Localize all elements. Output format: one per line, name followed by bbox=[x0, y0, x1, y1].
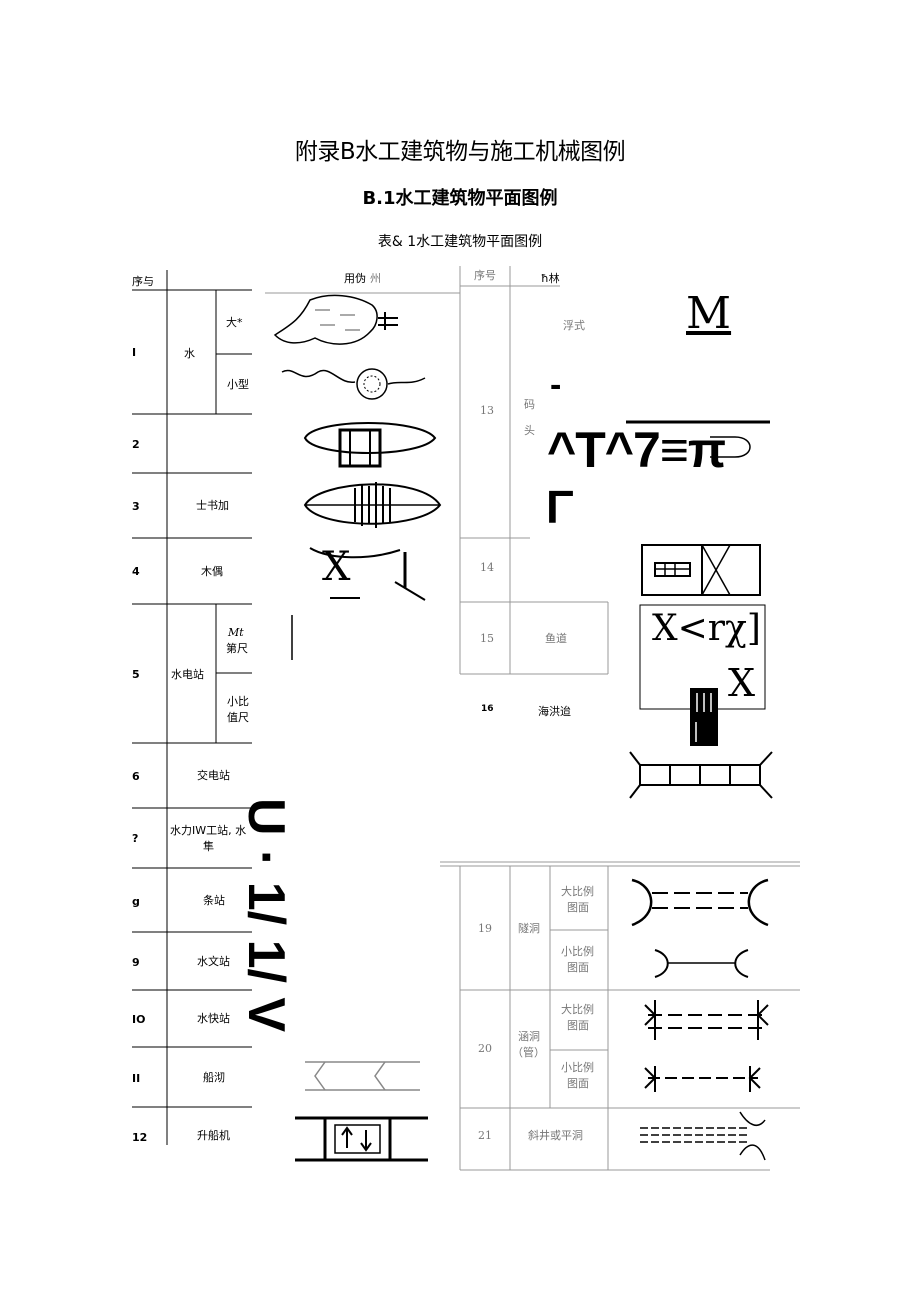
right-col-seq-header: 序号 bbox=[474, 269, 496, 282]
row-9-num: 9 bbox=[132, 956, 140, 969]
artifact-dash: - bbox=[550, 366, 562, 404]
row-13-num: 13 bbox=[480, 404, 494, 417]
row-6-num: 6 bbox=[132, 770, 140, 783]
row-7-num: ? bbox=[132, 832, 139, 845]
row-19-name: 隧洞 bbox=[518, 922, 540, 935]
row-1-sub-large: 大* bbox=[226, 316, 243, 329]
row-19-sub-3: 小比例 bbox=[561, 945, 594, 958]
artifact-big-m: M bbox=[686, 288, 732, 339]
row-12-name: 升船机 bbox=[197, 1129, 230, 1142]
row-4-num: 4 bbox=[132, 565, 140, 578]
row-10-num: IO bbox=[132, 1013, 146, 1026]
artifact-x-r: X<rχ] bbox=[652, 608, 761, 649]
row-5-sub-4: 值尺 bbox=[227, 711, 249, 724]
row-16-name: 海洪迨 bbox=[538, 705, 571, 718]
row-14-num: 14 bbox=[480, 561, 494, 574]
row-8-name: 条站 bbox=[203, 894, 225, 907]
row-10-name: 水快站 bbox=[197, 1012, 230, 1025]
row-19-sub-2: 图面 bbox=[567, 901, 589, 914]
row-5-sub-2: 第尺 bbox=[226, 642, 248, 655]
row-5-num: 5 bbox=[132, 668, 140, 681]
row-5-sub-1: Mt bbox=[228, 626, 244, 639]
row-13-name: 码 bbox=[524, 398, 535, 411]
section-title: B.1水工建筑物平面图例 bbox=[362, 188, 558, 209]
table-title: 表& 1水工建筑物平面图例 bbox=[377, 234, 543, 250]
row-13-sub-floating: 浮式 bbox=[563, 319, 585, 332]
artifact-x-a: X bbox=[322, 544, 351, 590]
row-7-name-line2: 隼 bbox=[203, 840, 214, 853]
artifact-garble-line: ^T^7≡π bbox=[547, 422, 726, 478]
row-12-num: 12 bbox=[132, 1131, 148, 1144]
row-5-name: 水电站 bbox=[171, 668, 204, 681]
row-20-sub-2: 图面 bbox=[567, 1019, 589, 1032]
row-16-num: 16 bbox=[481, 704, 494, 714]
row-20-sub-4: 图面 bbox=[567, 1077, 589, 1090]
row-15-num: 15 bbox=[480, 632, 494, 645]
row-7-name: 水力IW工站, 水 bbox=[170, 824, 247, 837]
row-19-sub-4: 图面 bbox=[567, 961, 589, 974]
left-col-legend-header-faint: 州 bbox=[370, 272, 381, 285]
row-21-num: 21 bbox=[478, 1129, 492, 1142]
row-20-name-line2: （管） bbox=[512, 1046, 545, 1059]
row-3-num: 3 bbox=[132, 500, 140, 513]
row-6-name: 交电站 bbox=[197, 769, 230, 782]
row-20-num: 20 bbox=[478, 1042, 492, 1055]
row-2-num: 2 bbox=[132, 438, 140, 451]
row-1-sub-small: 小型 bbox=[227, 378, 249, 391]
row-9-name: 水文站 bbox=[197, 955, 230, 968]
row-15-name: 鱼道 bbox=[545, 632, 567, 645]
row-11-num: II bbox=[132, 1072, 141, 1085]
row-1-name: 水 bbox=[184, 347, 195, 360]
right-col-name-header: ħ林 bbox=[541, 272, 560, 285]
row-19-num: 19 bbox=[478, 922, 492, 935]
artifact-vertical-garble: U · 1/ 1/ V bbox=[237, 798, 295, 1033]
row-8-num: g bbox=[132, 895, 140, 908]
document-title: 附录B水工建筑物与施工机械图例 bbox=[294, 139, 626, 165]
row-1-num: I bbox=[132, 346, 137, 359]
artifact-gamma: Γ bbox=[546, 481, 574, 533]
row-20-sub-1: 大比例 bbox=[561, 1003, 594, 1016]
left-col-seq-header: 序与 bbox=[132, 275, 154, 288]
left-col-legend-header: 用伪 bbox=[344, 272, 366, 285]
row-20-sub-3: 小比例 bbox=[561, 1061, 594, 1074]
row-20-name: 涵洞 bbox=[518, 1030, 540, 1043]
row-11-name: 船沏 bbox=[203, 1071, 225, 1084]
artifact-x-b: X bbox=[728, 661, 756, 705]
row-13-name-line2: 头 bbox=[524, 424, 535, 437]
row-21-name: 斜井或平洞 bbox=[528, 1129, 583, 1142]
row-19-sub-1: 大比例 bbox=[561, 885, 594, 898]
row-5-sub-3: 小比 bbox=[227, 695, 249, 708]
row-3-name: 士书加 bbox=[196, 499, 229, 512]
row-4-name: 木偶 bbox=[201, 565, 223, 578]
